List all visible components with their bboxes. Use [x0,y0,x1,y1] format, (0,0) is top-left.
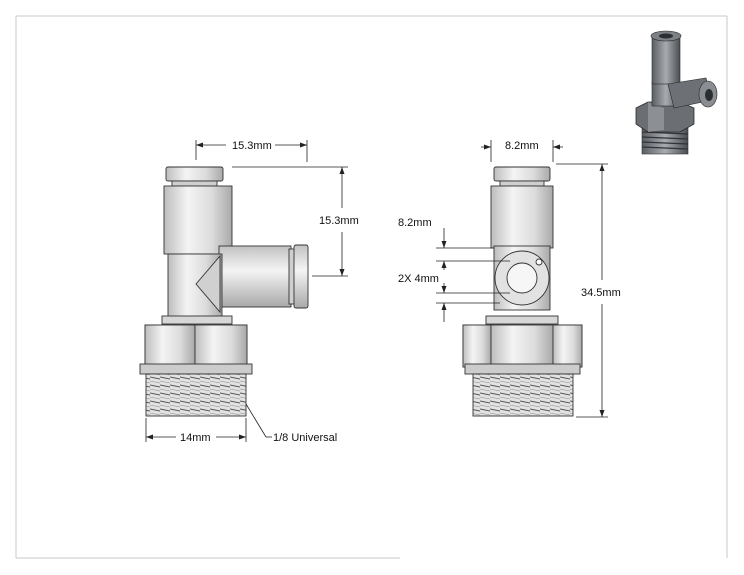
side-dimension-lines [436,140,608,418]
front-view [139,166,309,417]
side-top-width-label: 8.2mm [505,140,539,152]
side-total-height-label: 34.5mm [581,287,621,299]
front-dimension-lines [145,140,348,442]
drawing-frame [15,15,728,559]
side-port-diameter-label: 2X 4mm [398,273,439,285]
front-top-width-label: 15.3mm [232,140,272,152]
side-port-offset-label: 8.2mm [398,217,432,229]
front-side-height-label: 15.3mm [319,215,359,227]
side-view [462,166,583,417]
thread-spec-label: 1/8 Universal [273,432,337,444]
isometric-preview-image [635,30,718,155]
front-thread-width-label: 14mm [180,432,211,444]
